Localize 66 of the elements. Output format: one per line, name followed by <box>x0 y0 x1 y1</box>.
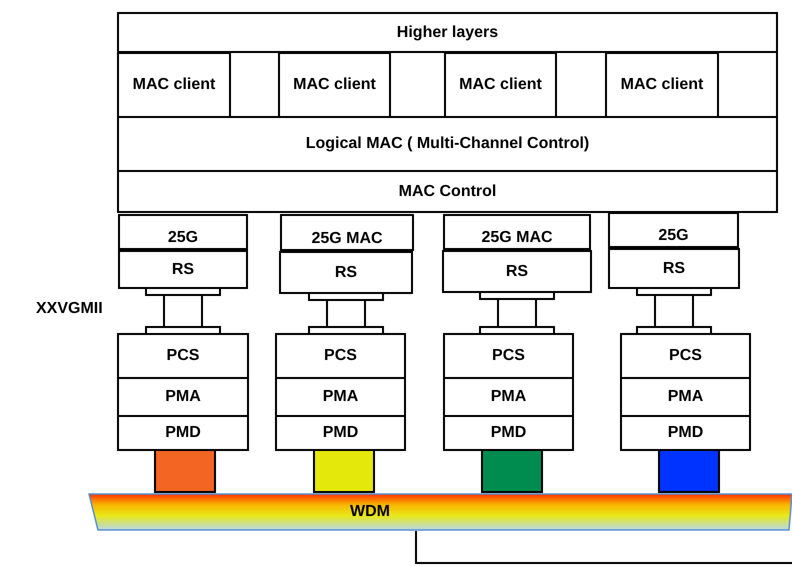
layer-box <box>117 415 249 451</box>
layer-box <box>117 12 778 53</box>
layer-box <box>275 377 406 417</box>
layer-label: PCS <box>492 347 525 365</box>
layer-box <box>444 52 557 118</box>
layer-box <box>620 333 751 379</box>
layer-label: PCS <box>166 347 200 365</box>
interface-connector <box>479 291 555 335</box>
layer-label: WDM <box>350 503 390 521</box>
layer-box <box>608 212 739 248</box>
layer-label: PMD <box>668 424 704 442</box>
layer-label: RS <box>334 264 358 282</box>
interface-label: XXVGMII <box>36 300 103 318</box>
layer-label: PCS <box>669 347 702 365</box>
layer-label: Logical MAC ( Multi-Channel Control) <box>306 135 590 153</box>
layer-label: Higher layers <box>396 24 498 42</box>
layer-box <box>443 333 574 379</box>
layer-box <box>443 415 574 451</box>
layer-box <box>117 377 249 417</box>
channel-box <box>481 449 543 493</box>
layer-box <box>620 415 751 451</box>
channel-box <box>658 449 720 493</box>
layer-label: PCS <box>324 347 357 365</box>
layer-label: 25G MAC <box>311 230 383 248</box>
layer-label: PMA <box>322 388 358 406</box>
layer-box <box>118 250 248 289</box>
channel-box <box>313 449 375 493</box>
interface-connector <box>308 292 384 335</box>
layer-label: PMD <box>322 424 358 442</box>
fiber-line <box>415 531 792 564</box>
layer-label: PMD <box>165 424 201 442</box>
layer-box <box>117 333 249 379</box>
layer-box <box>605 52 719 118</box>
layer-box <box>608 248 740 289</box>
layer-box <box>620 377 751 417</box>
layer-label: 25G <box>658 227 689 245</box>
layer-label: RS <box>506 262 528 280</box>
layer-label: PMA <box>668 388 704 406</box>
layer-label: PMD <box>490 424 526 442</box>
layer-box <box>443 377 574 417</box>
layer-label: MAC client <box>620 76 704 94</box>
layer-box <box>443 214 591 250</box>
layer-box <box>280 214 414 251</box>
layer-label: MAC client <box>132 76 216 94</box>
layer-label: 25G MAC <box>481 229 553 247</box>
layer-box <box>442 250 592 293</box>
channel-box <box>154 449 216 493</box>
layer-label: RS <box>662 260 686 278</box>
layer-label: PMA <box>165 388 201 406</box>
layer-label: PMA <box>490 388 526 406</box>
layer-box <box>118 214 248 250</box>
wdm-band <box>88 493 792 531</box>
layer-box <box>279 251 413 294</box>
layer-label: MAC client <box>293 76 376 94</box>
layer-box <box>275 415 406 451</box>
layer-label: 25G <box>168 229 198 247</box>
layer-box <box>117 116 778 172</box>
interface-connector <box>636 287 712 335</box>
layer-label: MAC client <box>459 76 542 94</box>
interface-connector <box>145 287 221 335</box>
layer-box <box>117 52 231 118</box>
layer-box <box>278 52 391 118</box>
layer-label: MAC Control <box>398 182 496 200</box>
layer-box <box>117 170 778 213</box>
layer-box <box>275 333 406 379</box>
layer-label: RS <box>172 260 194 278</box>
